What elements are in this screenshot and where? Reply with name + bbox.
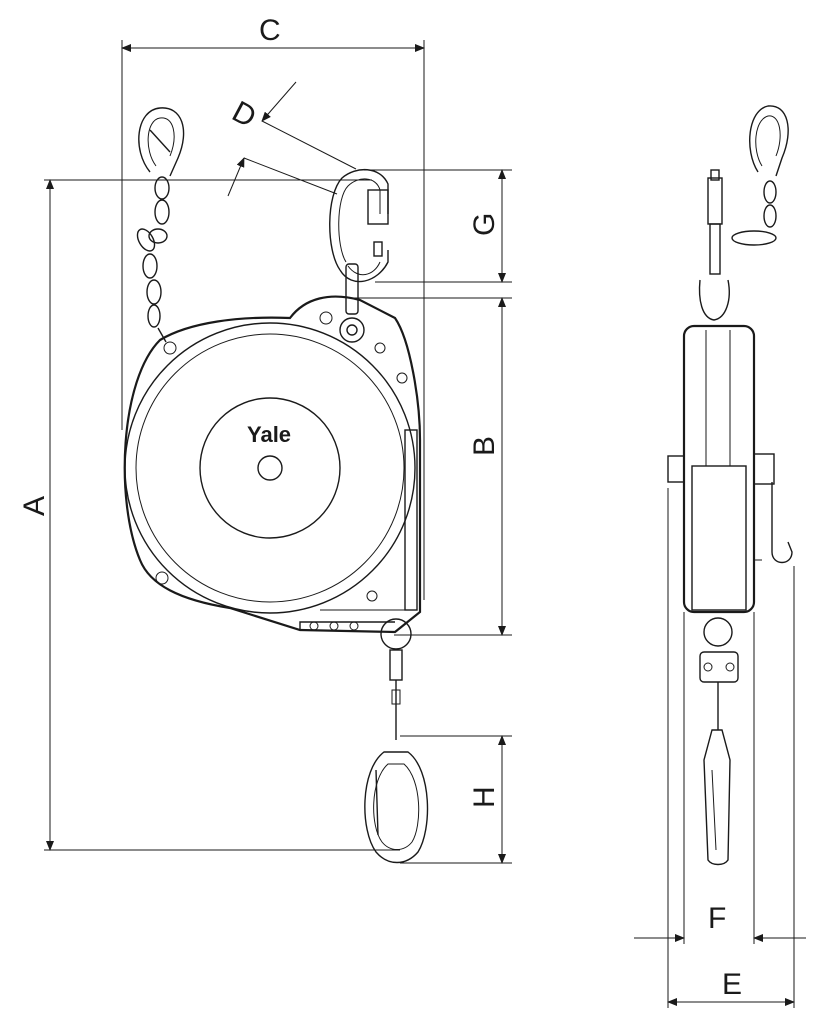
side-housing xyxy=(667,324,793,614)
dim-label-a: A xyxy=(18,496,51,516)
bottom-snap-hook xyxy=(364,751,429,864)
dimension-g: G xyxy=(364,169,512,283)
side-snap-hook xyxy=(731,105,789,246)
dim-label-g: G xyxy=(468,213,501,236)
top-attachment-link xyxy=(339,263,365,343)
cable-assembly xyxy=(380,618,412,740)
dim-label-e: E xyxy=(722,968,742,1001)
dim-label-c: C xyxy=(259,14,281,47)
dimension-a: A xyxy=(18,179,400,851)
brand-logo: Yale xyxy=(247,422,291,447)
top-carabiner xyxy=(329,169,389,283)
left-snap-hook xyxy=(138,107,185,200)
side-bottom-hook xyxy=(703,729,731,866)
dim-label-b: B xyxy=(468,436,501,456)
front-view: C A D G B xyxy=(18,14,512,864)
side-swivel xyxy=(698,169,730,321)
dim-label-f: F xyxy=(708,902,726,935)
dimension-e: E xyxy=(667,488,795,1008)
side-cable xyxy=(699,617,739,730)
dim-label-h: H xyxy=(468,786,501,808)
dimension-f: F xyxy=(634,612,806,944)
dimension-h: H xyxy=(400,735,512,864)
side-view: F E xyxy=(634,105,806,1008)
balancer-housing xyxy=(123,295,422,634)
chain xyxy=(136,199,170,343)
dimension-c: C xyxy=(121,14,425,600)
dimension-b: B xyxy=(350,297,512,636)
dim-label-d: D xyxy=(227,95,262,134)
dimension-d: D xyxy=(227,81,357,197)
